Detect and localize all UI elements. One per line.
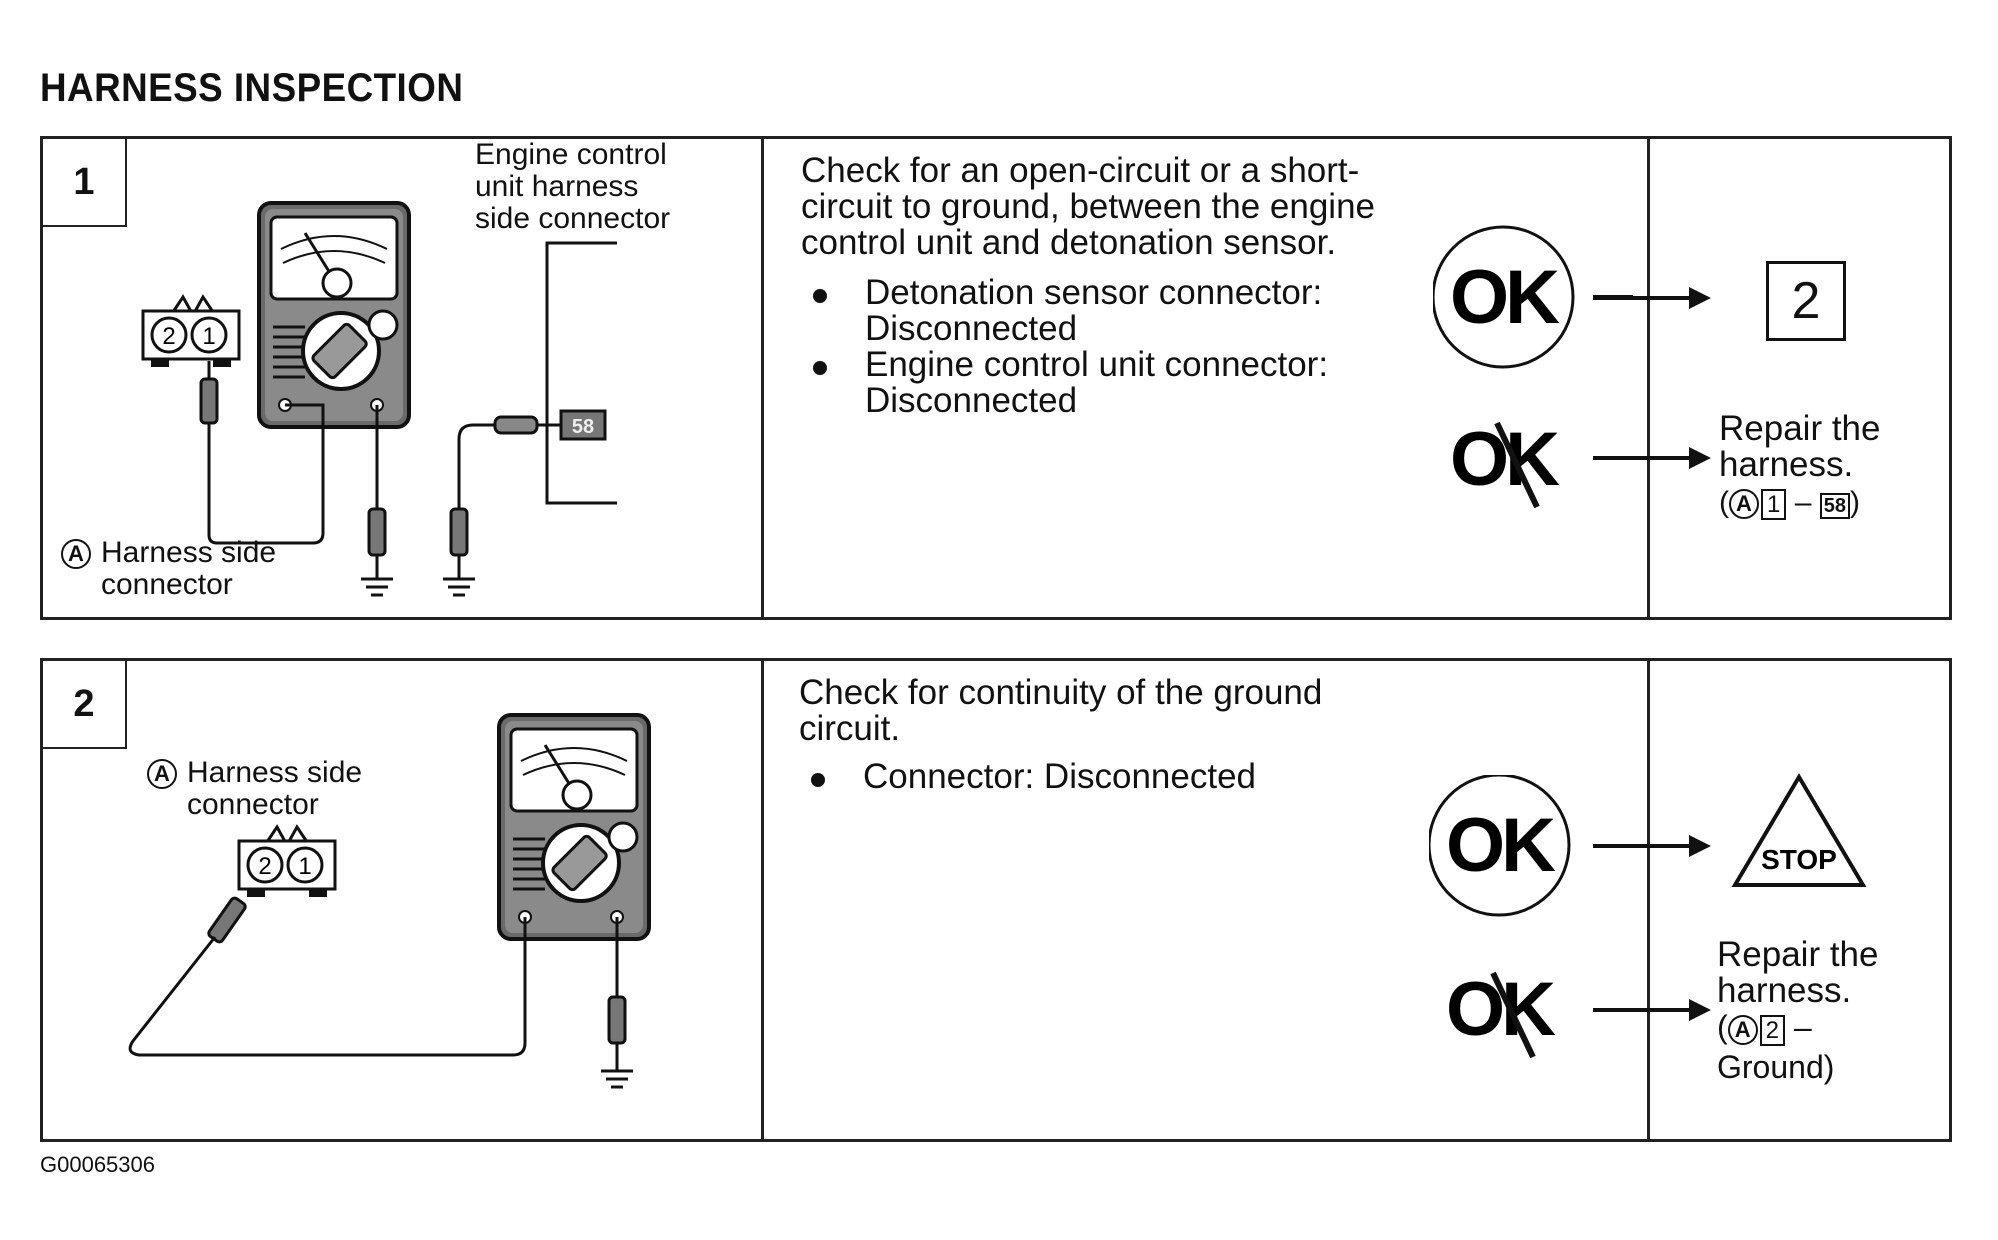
terminal-box: 2	[1759, 1015, 1786, 1046]
pin-label: 1	[202, 323, 215, 350]
step-1-test-diagram: 2 1	[141, 201, 617, 597]
ground-symbol-icon	[601, 1069, 633, 1089]
harness-connector-icon: 2 1	[237, 824, 337, 897]
test-probe-icon	[449, 507, 469, 579]
step-2-test-diagram: 2 1	[128, 713, 651, 1089]
test-probe-icon	[207, 896, 247, 944]
marker-a-icon: A	[147, 759, 177, 790]
pin-label: 1	[298, 853, 311, 880]
ng-result-icon: OK	[1446, 967, 1560, 1059]
marker-a-icon: A	[1729, 489, 1759, 520]
ecu-connector-icon: 58	[545, 241, 617, 505]
column-divider	[761, 139, 764, 617]
ng-arrow-icon	[1593, 999, 1711, 1021]
step-description: Check for continuity of the ground circu…	[799, 673, 1323, 748]
ng-action-text: Repair the harness.	[1717, 935, 1879, 1010]
ok-arrow-icon	[1593, 287, 1711, 309]
svg-text:OK: OK	[1450, 255, 1560, 340]
step-1-panel: 1 2	[40, 136, 1952, 620]
column-divider	[1647, 139, 1650, 617]
step-number-box: 2	[43, 661, 127, 749]
harness-connector-icon: 2 1	[141, 294, 241, 367]
svg-text:OK: OK	[1446, 803, 1556, 888]
bullet-item: Engine control unit connector: Disconnec…	[865, 345, 1329, 420]
marker-a-icon: A	[1727, 1014, 1758, 1045]
next-step-box: 2	[1766, 261, 1846, 341]
terminal-box: 1	[1761, 489, 1787, 520]
pin-label: 2	[162, 323, 175, 350]
bullet-dot	[811, 773, 825, 787]
bullet-item: Connector: Disconnected	[863, 757, 1256, 796]
page-title: HARNESS INSPECTION	[40, 66, 464, 110]
ok-result-icon: OK	[1433, 225, 1633, 369]
ok-result-icon: OK	[1429, 775, 1571, 917]
step-number-box: 1	[43, 139, 127, 227]
step-2-panel: 2 2 1	[40, 658, 1952, 1142]
figure-code: G00065306	[40, 1152, 155, 1177]
ground-symbol-icon	[361, 577, 393, 597]
test-probe-icon	[199, 361, 219, 425]
ecu-connector-label: Engine control unit harness side connect…	[475, 138, 671, 235]
multimeter-icon	[497, 713, 651, 941]
ground-symbol-icon	[443, 577, 475, 597]
terminal-label: 58	[572, 416, 594, 438]
marker-a-icon: A	[61, 539, 91, 570]
ng-action-text: Repair the harness.	[1719, 409, 1881, 484]
svg-text:STOP: STOP	[1761, 844, 1837, 875]
step-description: Check for an open-circuit or a short- ci…	[801, 151, 1375, 262]
bullet-dot	[813, 361, 827, 375]
terminal-box: 58	[1819, 493, 1850, 519]
column-divider	[761, 661, 764, 1139]
ok-arrow-icon	[1593, 835, 1711, 857]
bullet-dot	[813, 289, 827, 303]
multimeter-icon	[257, 201, 411, 429]
bullet-item: Detonation sensor connector: Disconnecte…	[865, 273, 1323, 348]
test-probe-icon	[607, 995, 627, 1071]
column-divider	[1647, 661, 1650, 1139]
test-probe-icon	[367, 507, 387, 579]
pin-label: 2	[258, 853, 271, 880]
svg-text:OK: OK	[1450, 417, 1560, 502]
stop-sign-icon: STOP	[1731, 773, 1867, 887]
ng-arrow-icon	[1593, 447, 1711, 469]
ng-result-icon: OK	[1450, 417, 1564, 509]
svg-text:OK: OK	[1446, 967, 1556, 1052]
